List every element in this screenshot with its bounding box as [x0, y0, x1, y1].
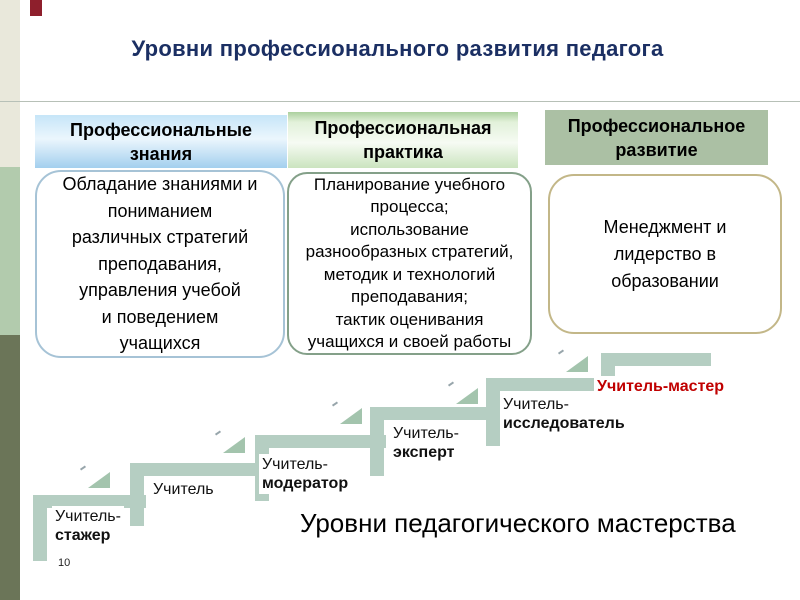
step-label-line1: Учитель — [153, 481, 214, 498]
step-bar-vertical-2 — [130, 463, 144, 526]
step-label-moderator: Учитель- модератор — [259, 454, 352, 494]
step-label-master: Учитель-мастер — [594, 376, 728, 397]
step-label-expert: Учитель- эксперт — [390, 423, 462, 463]
step-label-line2: эксперт — [393, 444, 455, 461]
divider-line — [0, 101, 800, 102]
left-stripe-green — [0, 167, 20, 335]
step-arrow-icon — [88, 472, 110, 488]
column-header-knowledge: Профессиональные знания — [35, 115, 287, 168]
step-bar-horizontal-5 — [486, 378, 616, 391]
step-label-intern: Учитель- стажер — [52, 506, 124, 546]
slide-title: Уровни профессионального развития педаго… — [131, 36, 664, 61]
connector-mark-icon — [557, 349, 565, 355]
step-label-line1: Учитель- — [503, 396, 569, 413]
top-left-red-accent — [30, 0, 42, 16]
step-bar-horizontal-1 — [33, 495, 146, 508]
ladder-caption: Уровни педагогического мастерства — [300, 508, 736, 538]
practice-box: Планирование учебного процесса; использо… — [287, 172, 532, 355]
left-stripe-beige — [0, 0, 20, 167]
step-label-line1: Учитель- — [393, 425, 459, 442]
left-stripe-olive — [0, 335, 20, 600]
step-arrow-icon — [340, 408, 362, 424]
step-bar-horizontal-4 — [370, 407, 501, 420]
step-label-teacher: Учитель — [150, 479, 217, 500]
knowledge-box: Обладание знаниями и пониманием различны… — [35, 170, 285, 358]
connector-mark-icon — [331, 401, 339, 407]
connector-mark-icon — [214, 430, 222, 436]
step-bar-horizontal-3 — [255, 435, 386, 448]
step-bar-vertical-4 — [370, 407, 384, 476]
step-label-line1: Учитель- — [262, 456, 328, 473]
step-bar-vertical-1 — [33, 495, 47, 561]
column-header-development: Профессиональное развитие — [545, 110, 768, 165]
column-header-practice: Профессиональная практика — [288, 112, 518, 168]
connector-mark-icon — [79, 465, 87, 471]
connector-mark-icon — [447, 381, 455, 387]
development-box: Менеджмент и лидерство в образовании — [548, 174, 782, 334]
step-arrow-icon — [456, 388, 478, 404]
step-label-line2: исследователь — [503, 415, 625, 432]
step-bar-horizontal-2 — [130, 463, 270, 476]
step-bar-vertical-5 — [486, 378, 500, 446]
step-label-researcher: Учитель- исследователь — [500, 394, 628, 434]
step-arrow-icon — [223, 437, 245, 453]
step-bar-horizontal-6 — [601, 353, 711, 366]
step-label-line2: стажер — [55, 527, 111, 544]
step-label-line2: модератор — [262, 475, 349, 492]
step-label-line1: Учитель-мастер — [597, 378, 725, 395]
page-number: 10 — [58, 557, 71, 569]
step-arrow-icon — [566, 356, 588, 372]
step-label-line1: Учитель- — [55, 508, 121, 525]
